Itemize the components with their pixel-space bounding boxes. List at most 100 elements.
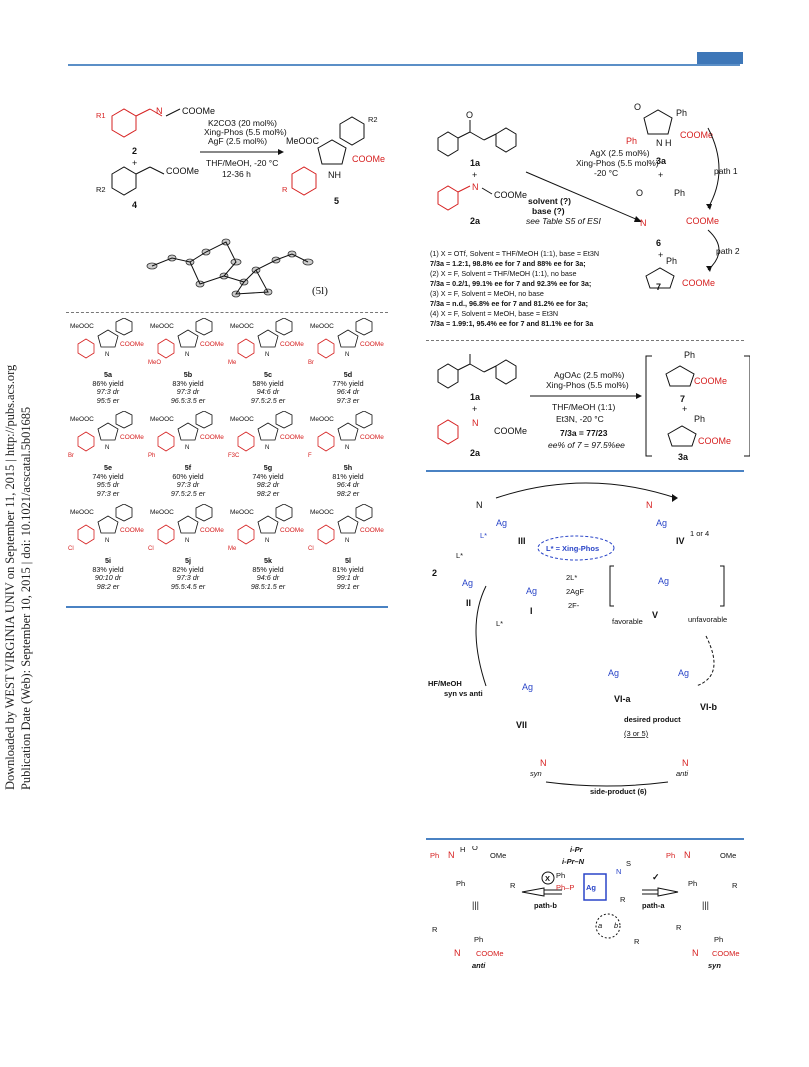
product-dr: 96:4 dr — [336, 387, 360, 396]
svg-text:N: N — [265, 352, 269, 358]
svg-text:OMe: OMe — [490, 851, 506, 860]
svg-text:OMe: OMe — [720, 851, 736, 860]
svg-text:COOMe: COOMe — [280, 527, 304, 534]
svg-text:syn: syn — [530, 769, 542, 778]
svg-text:N: N — [692, 948, 699, 958]
svg-text:COOMe: COOMe — [120, 341, 144, 348]
svg-text:N: N — [640, 218, 647, 228]
agoac-experiment: 1a + N COOMe 2a AgOAc (2.5 mol%) Xing-Ph… — [437, 350, 750, 462]
product-dr: 97:3 dr — [176, 573, 200, 582]
svg-text:Ag: Ag — [586, 883, 596, 892]
substituent-label: Br — [68, 453, 74, 459]
stereochemistry-scheme: Ph N H O OMe Ph R ||| R Ph N COOMe anti … — [430, 846, 740, 970]
compound-4-label: 4 — [132, 200, 137, 210]
svg-text:O: O — [466, 110, 473, 120]
svg-text:3a: 3a — [678, 452, 689, 462]
product-er: 96.5:3.5 er — [170, 395, 206, 405]
label-1a: 1a — [470, 158, 481, 168]
svg-text:anti: anti — [472, 961, 486, 970]
svg-text:a: a — [598, 921, 602, 930]
product-id: 5j — [185, 556, 191, 565]
svg-text:N: N — [454, 948, 461, 958]
ester-group-4: COOMe — [166, 166, 199, 176]
svg-text:N: N — [185, 445, 189, 451]
plus-sign: + — [132, 158, 137, 168]
product-er: 98:2 er — [336, 488, 360, 498]
svg-text:Ph: Ph — [556, 871, 565, 880]
svg-text:COOMe: COOMe — [680, 130, 713, 140]
svg-text:N: N — [448, 850, 455, 860]
product-ester: COOMe — [352, 154, 385, 164]
svg-text:COOMe: COOMe — [120, 434, 144, 441]
substituent-label: Me — [228, 360, 237, 366]
product-er: 98:2 er — [256, 488, 280, 498]
product-id: 5a — [104, 370, 112, 379]
product-dr: 96:4 dr — [336, 480, 360, 489]
r1-label: R1 — [96, 111, 106, 120]
svg-text:MeOOC: MeOOC — [70, 416, 94, 423]
product-r2: R2 — [368, 115, 378, 124]
entry-cond: (3) X = F, Solvent = MeOH, no base — [430, 289, 544, 298]
svg-text:MeOOC: MeOOC — [150, 416, 174, 423]
product-yield: 85% yield — [252, 564, 284, 574]
product-dr: 98:2 dr — [256, 480, 280, 489]
svg-text:7/3a = 77/23: 7/3a = 77/23 — [560, 428, 608, 438]
svg-text:i-Pr: i-Pr — [570, 846, 584, 854]
svg-text:COOMe: COOMe — [694, 376, 727, 386]
cond-2: Xing-Phos (5.5 mol%) — [204, 127, 287, 137]
svg-text:MeOOC: MeOOC — [310, 323, 334, 330]
svg-text:path 1: path 1 — [714, 166, 738, 176]
substituent-label: F3C — [228, 453, 240, 459]
product-dr: 99:1 dr — [336, 573, 360, 582]
svg-text:R: R — [620, 895, 626, 904]
svg-text:+: + — [682, 404, 687, 414]
svg-text:MeOOC: MeOOC — [150, 509, 174, 516]
product-id: 5c — [264, 370, 272, 379]
label-2a: 2a — [470, 216, 481, 226]
product-er: 95:5 er — [96, 395, 120, 405]
svg-text:COOMe: COOMe — [360, 341, 384, 348]
product-yield: 81% yield — [332, 471, 364, 481]
svg-text:L* = Xing-Phos: L* = Xing-Phos — [546, 544, 599, 553]
svg-text:+: + — [658, 170, 663, 180]
cinnamate-4-structure: COOMe R2 — [96, 166, 199, 196]
svg-text:2F-: 2F- — [568, 601, 580, 610]
svg-text:V: V — [652, 610, 658, 620]
label-3a: 3a — [656, 156, 667, 166]
svg-text:AgX (2.5 mol%): AgX (2.5 mol%) — [590, 148, 650, 158]
svg-text:Ag: Ag — [522, 682, 533, 692]
svg-text:H: H — [460, 846, 465, 854]
compound-5-label: 5 — [334, 196, 339, 206]
svg-text:N: N — [476, 500, 483, 510]
svg-text:Ag: Ag — [656, 518, 667, 528]
svg-text:I: I — [530, 606, 533, 616]
svg-text:Ph: Ph — [666, 256, 677, 266]
svg-text:N: N — [345, 352, 349, 358]
svg-text:HF/MeOH: HF/MeOH — [428, 679, 462, 688]
product-yield: 83% yield — [172, 378, 204, 388]
entry-result: 7/3a = n.d., 96.8% ee for 7 and 81.2% ee… — [430, 299, 588, 308]
control-experiment-scheme: O 1a + N COOMe 2a AgX (2.5 mol%) Xing-Ph… — [437, 102, 740, 290]
substituent-label: Cl — [308, 546, 314, 552]
svg-text:base (?): base (?) — [532, 206, 565, 216]
svg-text:(3 or 5): (3 or 5) — [624, 729, 649, 738]
substituent-label: F — [308, 453, 312, 459]
svg-text:R: R — [510, 881, 516, 890]
entry-cond: (4) X = F, Solvent = MeOH, base = Et3N — [430, 309, 558, 318]
svg-text:COOMe: COOMe — [360, 434, 384, 441]
crystal-structure-image: (5l) — [146, 238, 328, 298]
substituent-label: Br — [308, 360, 314, 366]
svg-text:N: N — [345, 445, 349, 451]
svg-text:COOMe: COOMe — [712, 949, 740, 958]
svg-text:COOMe: COOMe — [494, 190, 527, 200]
svg-text:COOMe: COOMe — [200, 527, 224, 534]
